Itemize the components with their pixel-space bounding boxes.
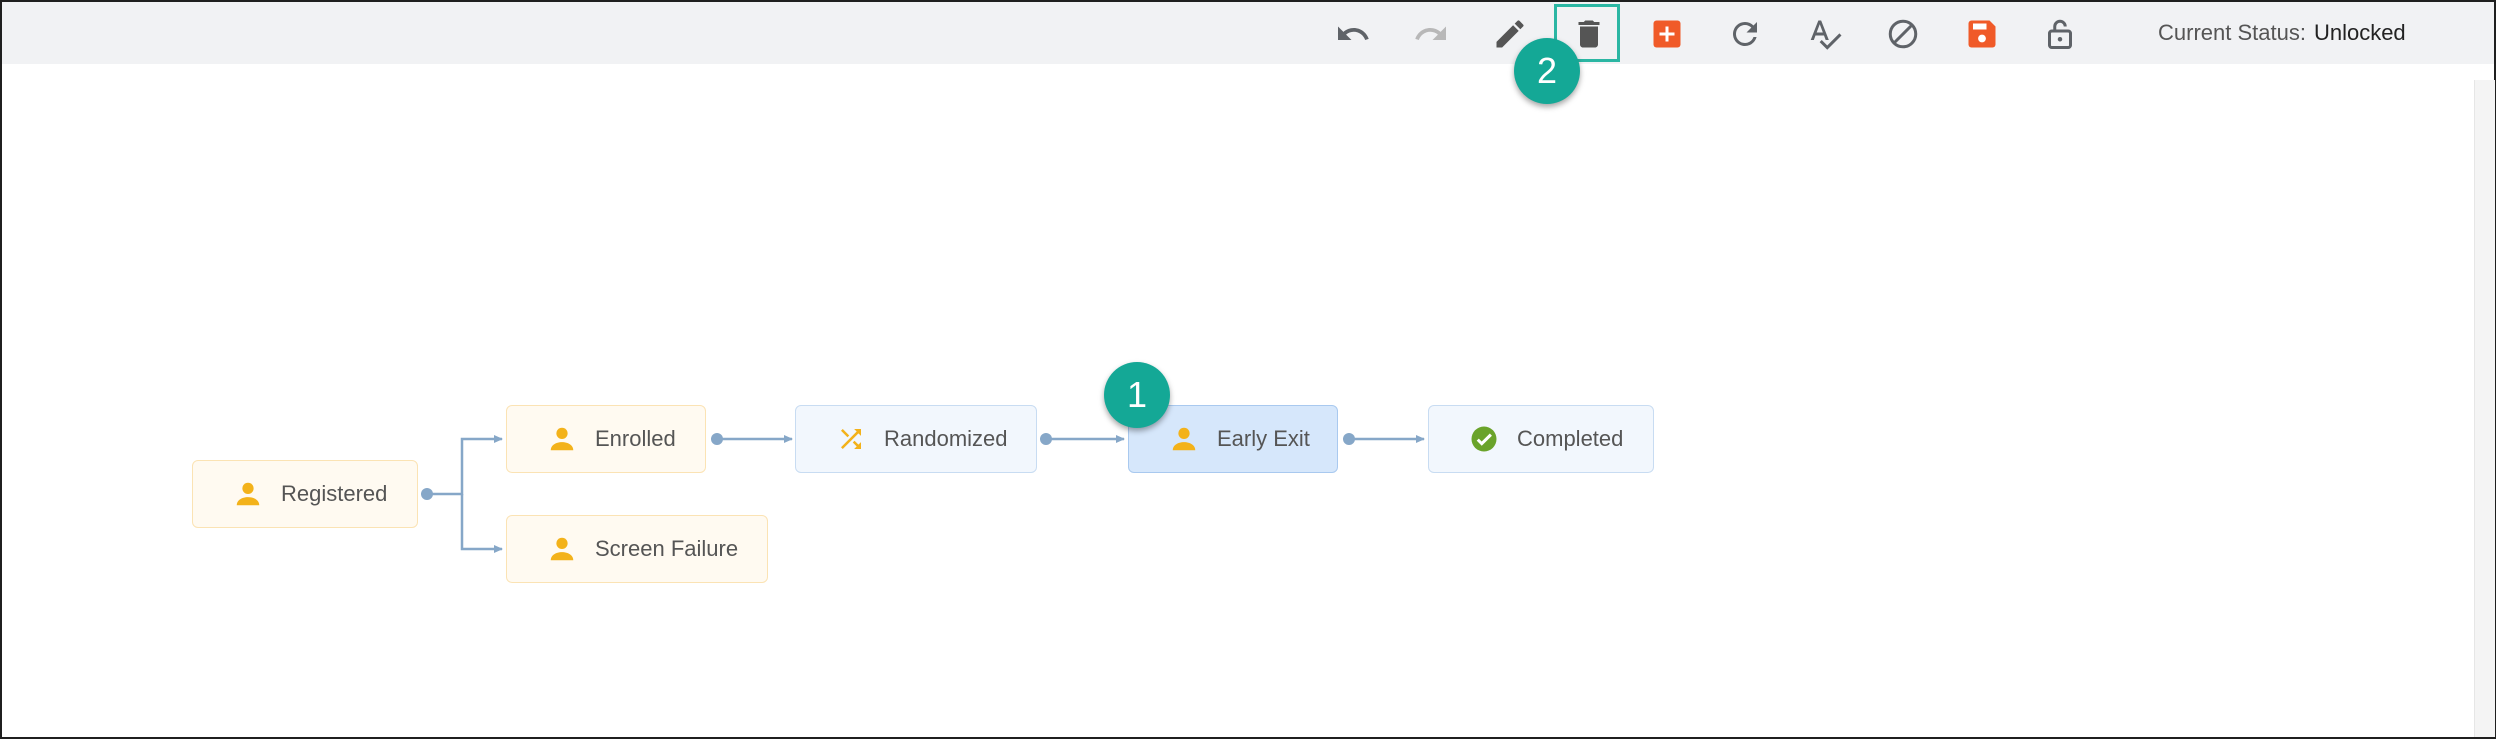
node-label: Enrolled [595, 426, 676, 451]
node-enrolled[interactable]: Enrolled [506, 405, 706, 473]
node-label: Early Exit [1217, 426, 1310, 451]
redo-icon [1415, 26, 1446, 40]
person-icon [547, 424, 577, 454]
edge-port [1343, 433, 1355, 445]
undo-button[interactable] [1331, 12, 1375, 56]
shuffle-icon [836, 424, 866, 454]
node-label: Completed [1517, 426, 1624, 451]
node-label: Randomized [884, 426, 1008, 451]
node-label: Screen Failure [595, 536, 739, 561]
block-icon [1888, 19, 1918, 49]
vertical-scrollbar[interactable] [2474, 80, 2495, 737]
node-early-exit[interactable]: Early Exit [1128, 405, 1338, 473]
node-screen-failure[interactable]: Screen Failure [506, 515, 768, 583]
edge-port [1040, 433, 1052, 445]
edge-port [711, 433, 723, 445]
spellcheck-icon [1810, 20, 1842, 50]
delete-button[interactable] [1567, 12, 1611, 56]
lock-button[interactable] [2038, 12, 2082, 56]
plus-square-icon [1653, 20, 1681, 48]
redo-button[interactable] [1409, 12, 1453, 56]
save-button[interactable] [1960, 12, 2004, 56]
check-circle-icon [1469, 424, 1499, 454]
edge-registered-enrolled [427, 435, 503, 496]
node-randomized[interactable]: Randomized [795, 405, 1037, 473]
callout-marker-1: 1 [1104, 362, 1170, 428]
disable-button[interactable] [1881, 12, 1925, 56]
delete-button-highlight [1554, 4, 1620, 62]
person-icon [1169, 424, 1199, 454]
edge-port [421, 488, 433, 500]
pencil-icon [1496, 20, 1524, 48]
trash-icon [1578, 20, 1600, 48]
edit-button[interactable] [1488, 12, 1532, 56]
callout-marker-2: 2 [1514, 38, 1580, 104]
node-completed[interactable]: Completed [1428, 405, 1654, 473]
save-icon [1968, 20, 1996, 48]
unlock-icon [2048, 19, 2072, 49]
undo-icon [1338, 26, 1369, 40]
toolbar: Current Status: Unlocked [2, 2, 2494, 64]
status-value: Unlocked [2313, 20, 2406, 45]
node-label: Registered [281, 481, 388, 506]
node-registered[interactable]: Registered [192, 460, 418, 528]
spellcheck-button[interactable] [1803, 12, 1847, 56]
add-button[interactable] [1645, 12, 1689, 56]
person-icon [233, 479, 263, 509]
status-label: Current Status: [2158, 20, 2306, 45]
current-status: Current Status: Unlocked [2158, 20, 2406, 46]
edge-registered-screen-failure [460, 494, 503, 553]
person-icon [547, 534, 577, 564]
